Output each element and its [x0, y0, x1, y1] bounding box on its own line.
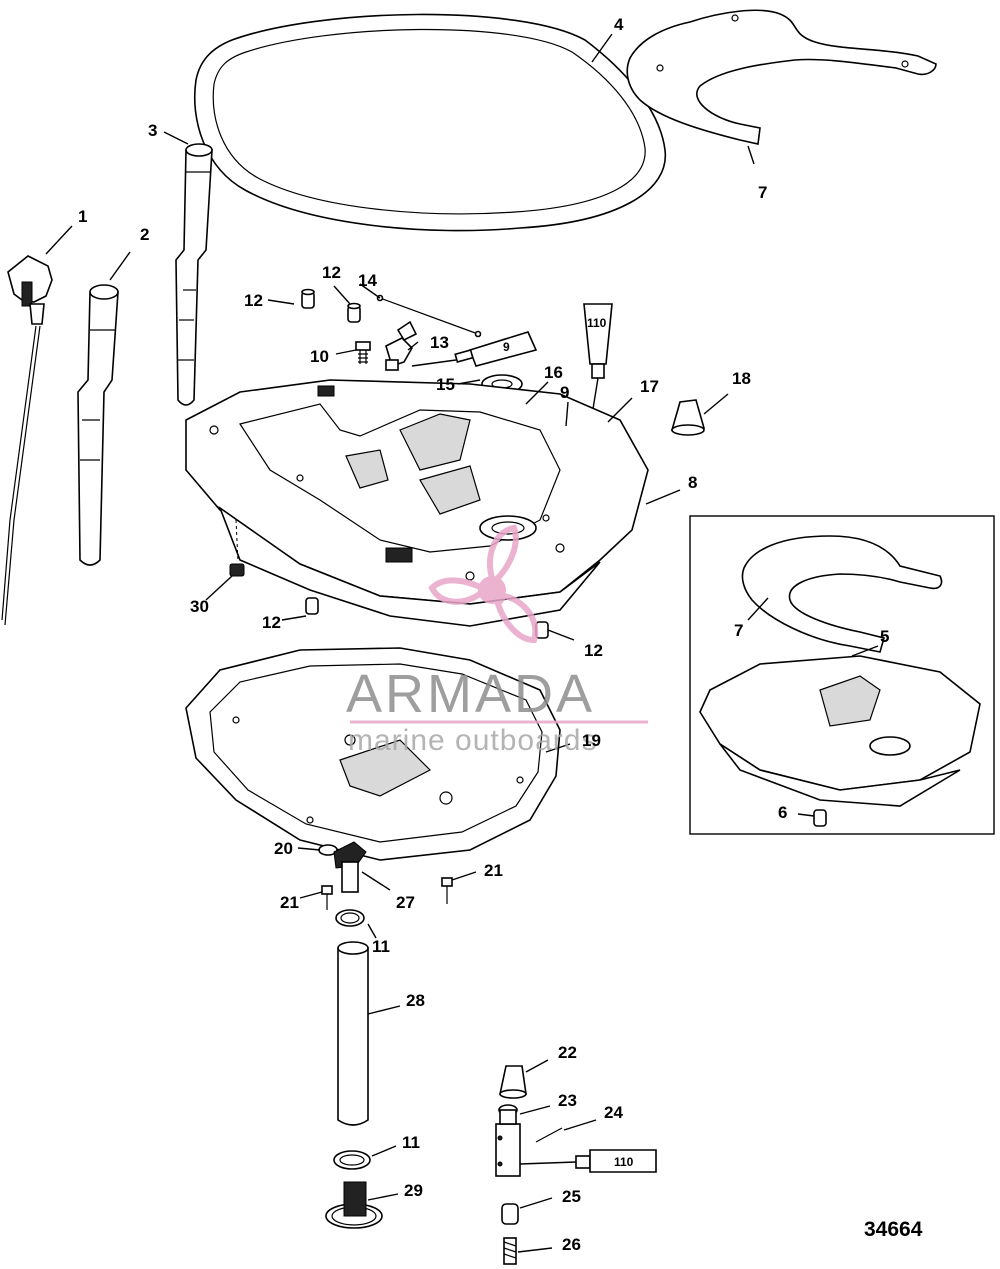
callout-11-bottom: 11: [402, 1133, 420, 1152]
callout-17: 17: [640, 377, 659, 396]
rod-part-14: [376, 294, 482, 338]
diagram-reference-number: 34664: [864, 1218, 923, 1241]
callout-labels: 1 2 3 4 5 6 7 7 8 9 10 11 11 12 12 12 12…: [78, 15, 889, 1254]
adapter-plate-part-8: [185, 379, 649, 627]
tube-9-label: 9: [503, 340, 510, 354]
callout-4: 4: [614, 15, 624, 34]
callout-21-right: 21: [484, 861, 503, 880]
callout-5: 5: [880, 627, 889, 646]
seal-part-11-top: [335, 909, 365, 927]
callout-11-top: 11: [372, 937, 390, 956]
callout-25: 25: [562, 1187, 581, 1206]
pin-part-24: [535, 1127, 563, 1143]
cap-part-18: [670, 399, 706, 436]
gasket-part-19: [185, 647, 561, 861]
nut-part-30: [229, 563, 245, 577]
callout-18: 18: [732, 369, 751, 388]
inset-box: [689, 515, 995, 835]
fitting-part-27: [333, 841, 367, 893]
callout-9: 9: [560, 383, 569, 402]
pin-part-25: [501, 1203, 519, 1225]
callout-16: 16: [544, 363, 563, 382]
callout-30: 30: [190, 597, 209, 616]
callout-23: 23: [558, 1091, 577, 1110]
callout-21-left: 21: [280, 893, 299, 912]
watermark: ARMADA marine outboards: [346, 524, 648, 757]
callout-26: 26: [562, 1235, 581, 1254]
tube-110-top-label: 110: [587, 316, 607, 330]
callout-24: 24: [604, 1103, 623, 1122]
callout-10: 10: [310, 347, 329, 366]
callout-19: 19: [582, 731, 601, 750]
dipstick-part-1: [1, 255, 53, 626]
callout-15: 15: [436, 375, 455, 394]
sealant-tube-9: 9: [411, 331, 538, 367]
callout-8: 8: [688, 473, 697, 492]
callout-20: 20: [274, 839, 293, 858]
screw-part-21-left: [321, 885, 333, 910]
screw-part-21-right: [441, 877, 453, 904]
tube-part-28: [337, 941, 369, 1126]
callout-14: 14: [358, 271, 377, 290]
gasket-part-7-top: [626, 9, 937, 145]
screw-part-10: [355, 341, 371, 364]
callout-28: 28: [406, 991, 425, 1010]
fitting-part-13: [385, 320, 418, 371]
pin-part-12-left: [301, 288, 315, 309]
callout-12-left: 12: [244, 291, 263, 310]
tube-110-bottom-label: 110: [614, 1155, 634, 1169]
clamp-part-11-bottom: [333, 1150, 371, 1170]
callout-22: 22: [558, 1043, 577, 1062]
callout-7-inset: 7: [734, 621, 743, 640]
tube-part-3: [175, 143, 213, 406]
seal-part-4: [193, 13, 667, 232]
callout-7-top: 7: [758, 183, 767, 202]
fitting-part-29: [325, 1181, 383, 1229]
callout-3: 3: [148, 121, 157, 140]
spring-part-26: [503, 1237, 517, 1265]
callout-12-lower-left: 12: [262, 613, 281, 632]
callout-13: 13: [430, 333, 449, 352]
leader-lines: [45, 33, 879, 1253]
tube-part-2: [77, 284, 119, 566]
callout-29: 29: [404, 1181, 423, 1200]
callout-12-lower-right: 12: [584, 641, 603, 660]
sealant-tube-110-bottom: 110: [519, 1149, 657, 1173]
callout-12-middle: 12: [322, 263, 341, 282]
connector-part-23: [495, 1104, 521, 1177]
watermark-tagline: marine outboards: [348, 724, 597, 757]
propeller-logo: [428, 524, 539, 644]
callout-2: 2: [140, 225, 149, 244]
pin-part-12-lower-left: [305, 597, 319, 615]
callout-1: 1: [78, 207, 87, 226]
callout-6: 6: [778, 803, 787, 822]
callout-27: 27: [396, 893, 415, 912]
watermark-brand: ARMADA: [346, 664, 595, 724]
bushing-part-22: [499, 1065, 527, 1099]
pin-part-12-middle: [347, 302, 361, 323]
